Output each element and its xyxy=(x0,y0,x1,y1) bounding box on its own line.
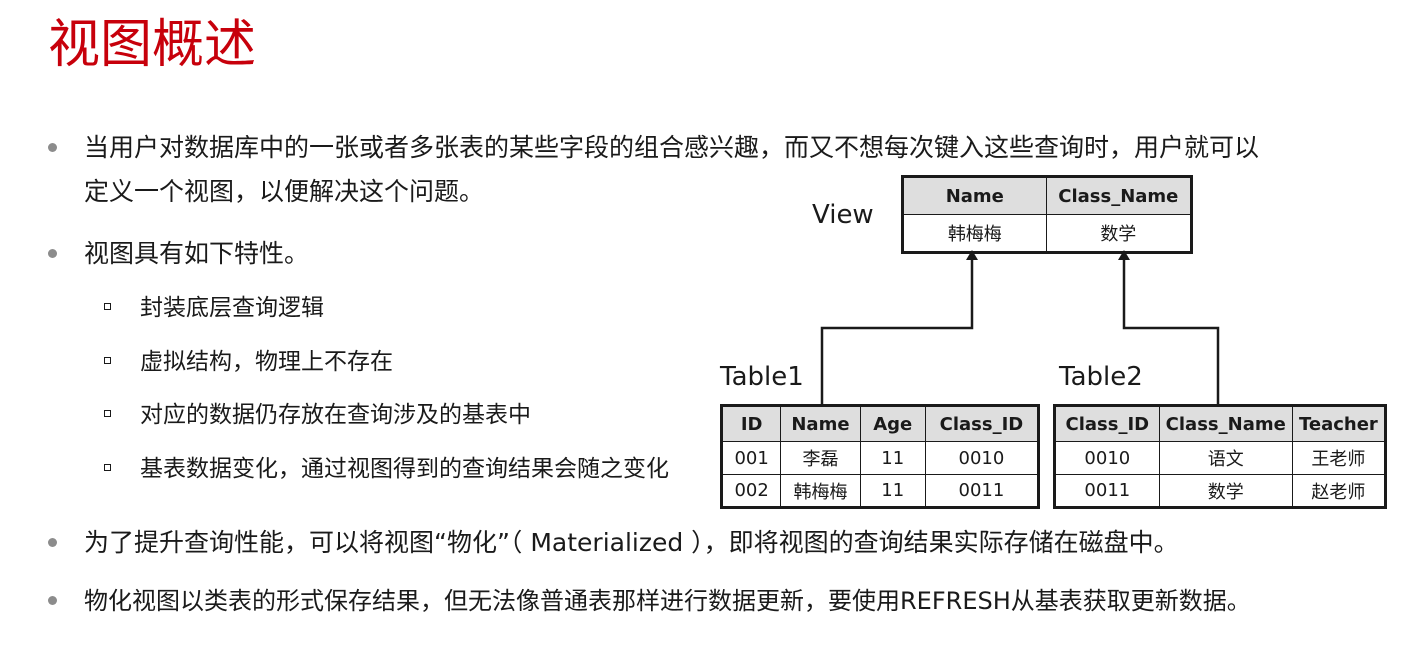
table1-header-age: Age xyxy=(859,405,926,442)
sub-bullet-virtual: 虚拟结构，物理上不存在 xyxy=(104,345,393,379)
table2-cell: 赵老师 xyxy=(1291,474,1387,508)
square-bullet-icon xyxy=(104,410,111,417)
table2-cell: 0010 xyxy=(1054,441,1160,475)
view-header-name: Name xyxy=(902,176,1047,215)
table2-cell: 0011 xyxy=(1054,474,1160,508)
view-header-class-name: Class_Name xyxy=(1045,176,1193,215)
square-bullet-icon xyxy=(104,464,111,471)
table1-header-id: ID xyxy=(720,405,782,442)
arrowhead-icon xyxy=(1118,250,1130,260)
bullet-text-line1: 当用户对数据库中的一张或者多张表的某些字段的组合感兴趣，而又不想每次键入这些查询… xyxy=(84,133,1260,162)
table1-cell: 11 xyxy=(859,474,926,508)
table2-label: Table2 xyxy=(1059,362,1143,392)
table1-cell: 001 xyxy=(720,441,782,475)
connector-table2-to-view xyxy=(1122,258,1220,404)
table2-cell: 王老师 xyxy=(1291,441,1387,475)
bullet-text: 物化视图以类表的形式保存结果，但无法像普通表那样进行数据更新，要使用REFRES… xyxy=(84,587,1251,615)
table1-header-class-id: Class_ID xyxy=(924,405,1040,442)
table1: ID Name Age Class_ID 001 李磊 11 0010 002 … xyxy=(720,404,1040,509)
table2-header-class-id: Class_ID xyxy=(1054,405,1160,442)
table-row: 0010 语文 王老师 xyxy=(1054,441,1387,475)
table1-header-name: Name xyxy=(780,405,861,442)
connector-table1-to-view xyxy=(820,258,974,404)
bullet-materialized-refresh: 物化视图以类表的形式保存结果，但无法像普通表那样进行数据更新，要使用REFRES… xyxy=(48,579,1418,623)
arrowhead-icon xyxy=(966,250,978,260)
bullet-text-line2: 定义一个视图，以便解决这个问题。 xyxy=(84,177,485,206)
bullet-view-definition: 当用户对数据库中的一张或者多张表的某些字段的组合感兴趣，而又不想每次键入这些查询… xyxy=(48,126,1388,214)
bullet-dot-icon xyxy=(48,249,57,258)
table1-cell: 002 xyxy=(720,474,782,508)
sub-bullet-text: 基表数据变化，通过视图得到的查询结果会随之变化 xyxy=(140,456,669,482)
sub-bullet-encapsulation: 封装底层查询逻辑 xyxy=(104,291,324,325)
table1-cell: 韩梅梅 xyxy=(780,474,861,508)
view-cell: 数学 xyxy=(1045,214,1193,253)
table1-cell: 李磊 xyxy=(780,441,861,475)
bullet-dot-icon xyxy=(48,596,57,605)
page-title: 视图概述 xyxy=(48,15,257,75)
table-row: 001 李磊 11 0010 xyxy=(720,441,1040,475)
sub-bullet-base-data: 对应的数据仍存放在查询涉及的基表中 xyxy=(104,398,531,432)
view-table: Name Class_Name 韩梅梅 数学 xyxy=(901,175,1193,254)
bullet-dot-icon xyxy=(48,143,57,152)
table1-cell: 0010 xyxy=(924,441,1040,475)
sub-bullet-text: 封装底层查询逻辑 xyxy=(140,295,324,321)
sub-bullet-dynamic: 基表数据变化，通过视图得到的查询结果会随之变化 xyxy=(104,452,669,486)
sub-bullet-text: 对应的数据仍存放在查询涉及的基表中 xyxy=(140,402,531,428)
table2-header-class-name: Class_Name xyxy=(1158,405,1293,442)
table2: Class_ID Class_Name Teacher 0010 语文 王老师 … xyxy=(1053,404,1387,509)
square-bullet-icon xyxy=(104,357,111,364)
table2-cell: 语文 xyxy=(1158,441,1293,475)
table1-label: Table1 xyxy=(720,362,804,392)
view-label: View xyxy=(812,200,874,230)
table2-header-teacher: Teacher xyxy=(1291,405,1387,442)
square-bullet-icon xyxy=(104,303,111,310)
view-cell: 韩梅梅 xyxy=(902,214,1047,253)
sub-bullet-text: 虚拟结构，物理上不存在 xyxy=(140,349,393,375)
bullet-view-features: 视图具有如下特性。 xyxy=(48,232,309,276)
table-row: 0011 数学 赵老师 xyxy=(1054,474,1387,508)
table1-cell: 11 xyxy=(859,441,926,475)
table-row: 002 韩梅梅 11 0011 xyxy=(720,474,1040,508)
bullet-dot-icon xyxy=(48,538,57,547)
table2-cell: 数学 xyxy=(1158,474,1293,508)
table-row: 韩梅梅 数学 xyxy=(902,214,1193,253)
bullet-materialized: 为了提升查询性能，可以将视图“物化”（ Materialized ），即将视图的… xyxy=(48,521,1408,565)
bullet-text: 为了提升查询性能，可以将视图“物化”（ Materialized ），即将视图的… xyxy=(84,528,1179,557)
bullet-text: 视图具有如下特性。 xyxy=(84,239,310,268)
table1-cell: 0011 xyxy=(924,474,1040,508)
